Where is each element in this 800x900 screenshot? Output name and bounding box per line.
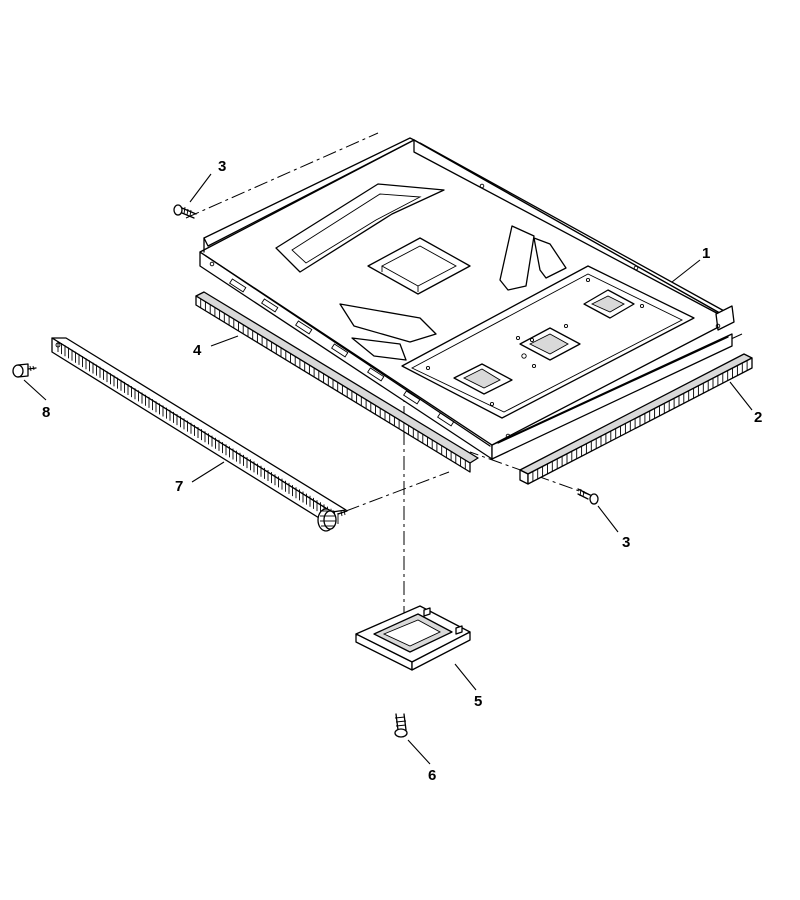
trim-strip <box>51 337 348 532</box>
callout-part-6: 6 <box>428 767 436 784</box>
callout-part-3-upper: 3 <box>218 158 226 175</box>
burner-openings <box>453 289 635 395</box>
callout-part-2: 2 <box>754 409 762 426</box>
plug-fastener <box>12 363 37 378</box>
trim-end-knob <box>317 508 348 532</box>
callout-part-4: 4 <box>193 342 202 359</box>
left-foam-strip <box>195 291 479 473</box>
base-plate <box>199 137 735 460</box>
callout-labels: 3 1 2 4 3 5 6 7 8 <box>42 158 762 784</box>
callout-part-7: 7 <box>175 478 183 495</box>
screw-bracket <box>394 713 408 738</box>
callout-part-3-lower: 3 <box>622 534 630 551</box>
callout-part-1: 1 <box>702 245 710 262</box>
callout-part-8: 8 <box>42 404 50 421</box>
opening-bracket <box>355 605 471 671</box>
callout-part-5: 5 <box>474 693 482 710</box>
screw-upper <box>173 204 197 219</box>
right-foam-strip <box>519 353 753 485</box>
screw-lower <box>577 488 599 505</box>
leader-lines <box>23 173 753 765</box>
